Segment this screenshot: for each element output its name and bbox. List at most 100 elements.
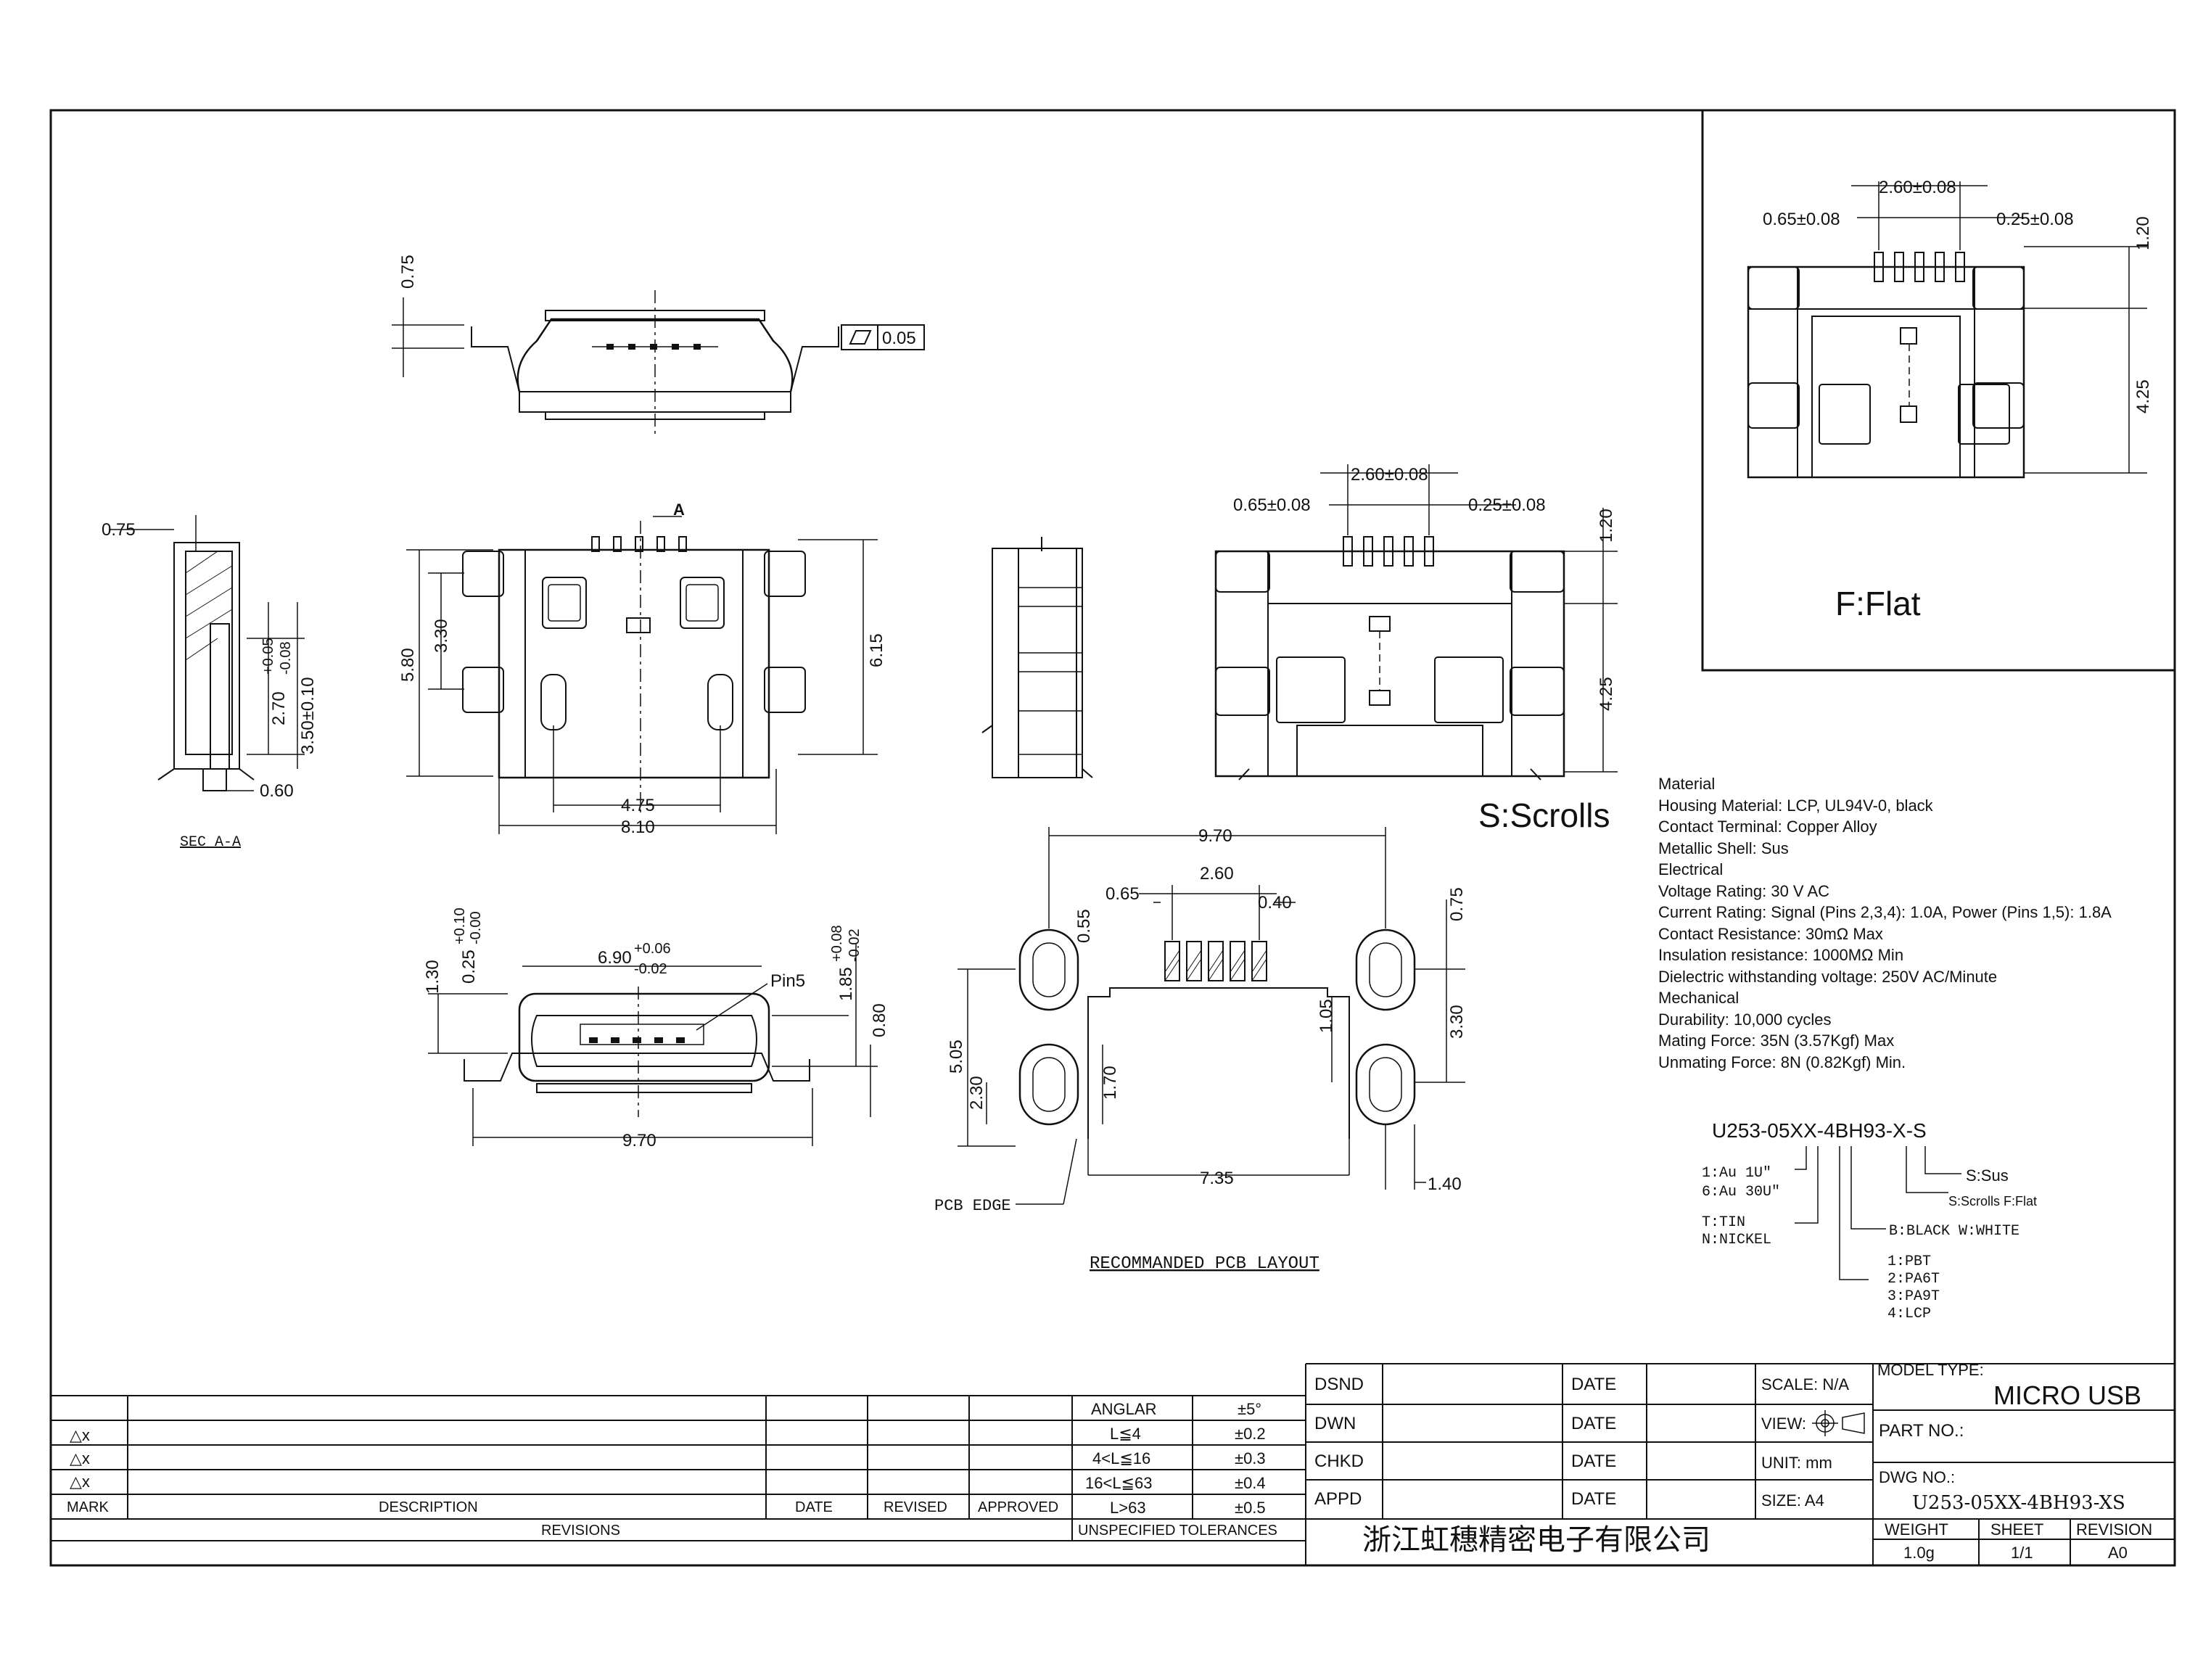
part-code: U253-05XX-4BH93-X-S [1712,1119,1927,1142]
revisions-table: △x △x △x MARK DESCRIPTION DATE REVISED A… [51,1364,1306,1565]
tb-unit: UNIT: mm [1761,1454,1832,1472]
tol-footer: UNSPECIFIED TOLERANCES [1078,1523,1277,1539]
part-plating-4: N:NICKEL [1702,1232,1771,1248]
tb-appd: APPD [1314,1489,1362,1509]
sec-dim-350: 3.50±0.10 [298,677,318,754]
tol-label: 4<L≦16 [1092,1449,1150,1467]
tb-company: 浙江虹穗精密电子有限公司 [1362,1523,1710,1557]
tb-weight-label: WEIGHT [1885,1520,1948,1539]
pcb-dim-040: 0.40 [1258,893,1292,913]
sec-dim-270: 2.70 [269,691,289,725]
tol-value: ±5° [1238,1400,1261,1418]
front-dim-080: 0.80 [870,1003,889,1037]
pcb-layout-title: RECOMMANDED PCB LAYOUT [1090,1254,1319,1274]
tb-model-type-label: MODEL TYPE: [1877,1361,1984,1379]
tb-model-type: MICRO USB [1993,1380,2141,1410]
rev-header-date: DATE [795,1499,833,1515]
spec-line: Mechanical [1658,989,1739,1007]
spec-line: Voltage Rating: 30 V AC [1658,882,1829,900]
pcb-dim-055: 0.55 [1074,909,1094,943]
spec-line: Dielectric withstanding voltage: 250V AC… [1658,968,1997,986]
tb-chkd: CHKD [1314,1452,1364,1471]
part-plating-3: T:TIN [1702,1214,1745,1231]
top-dim-615: 6.15 [867,633,886,667]
side-view [981,537,1093,778]
rev-mark: △x [70,1426,90,1444]
part-code-breakdown: U253-05XX-4BH93-X-S 1:Au 1U" 6:Au 30U" T… [1702,1119,2037,1322]
tb-dwn: DWN [1314,1414,1356,1433]
part-mat-2: 2:PA6T [1887,1271,1940,1288]
front-tol-690-up: +0.06 [634,941,671,957]
section-view: 0.75 2.70 +0.05 -0.08 3.50±0.10 0.60 SEC… [102,515,318,851]
tb-weight: 1.0g [1903,1544,1935,1562]
tb-sheet-label: SHEET [1990,1520,2043,1539]
part-type: S:Scrolls F:Flat [1948,1194,2037,1208]
pcb-layout: 9.70 0.65 2.60 0.40 0.75 0.55 1.05 3.30 … [934,826,1467,1274]
tolerance-table: ANGLAR ±5° L≦4 ±0.2 4<L≦16 ±0.3 16<L≦63 … [1072,1395,1306,1539]
tb-date: DATE [1571,1452,1616,1471]
flat-dim-h1: 1.20 [2133,216,2153,250]
rev-mark: △x [70,1449,90,1467]
spec-line: Metallic Shell: Sus [1658,839,1789,857]
spec-line: Contact Terminal: Copper Alloy [1658,818,1877,836]
pcb-dim-140: 1.40 [1428,1174,1462,1194]
tb-part-no-label: PART NO.: [1879,1421,1964,1441]
flat-dim-right: 0.25±0.08 [1996,210,2074,229]
tol-label: ANGLAR [1091,1400,1156,1418]
pcb-dim-505: 5.05 [947,1039,966,1074]
tol-label: 16<L≦63 [1085,1474,1152,1492]
pcb-dim-105: 1.05 [1317,999,1336,1033]
rev-header-revised: REVISED [884,1499,947,1515]
scrolls-dim-pitch: 2.60±0.08 [1351,465,1428,485]
front-tol-185-up: +0.08 [829,925,845,962]
part-plating-2: 6:Au 30U" [1702,1184,1780,1201]
tb-date: DATE [1571,1489,1616,1509]
spec-line: Durability: 10,000 cycles [1658,1010,1831,1029]
spec-line: Contact Resistance: 30mΩ Max [1658,925,1883,943]
spec-list: Material Housing Material: LCP, UL94V-0,… [1658,775,2112,1071]
scrolls-dim-h2: 4.25 [1597,677,1616,711]
pcb-dim-075: 0.75 [1447,887,1467,921]
front-dim-025: 0.25 [459,950,479,984]
tol-value: ±0.3 [1235,1449,1266,1467]
flat-dim-left: 0.65±0.08 [1763,210,1840,229]
spec-line: Insulation resistance: 1000MΩ Min [1658,946,1903,964]
pcb-dim-970: 9.70 [1198,826,1232,846]
scrolls-dim-right: 0.25±0.08 [1468,495,1546,515]
scrolls-view-title: S:Scrolls [1478,796,1610,834]
tol-value: ±0.5 [1235,1499,1266,1517]
tol-value: ±0.4 [1235,1474,1266,1492]
front-tol-185-dn: -0.02 [847,928,862,962]
rev-footer: REVISIONS [541,1523,620,1539]
spec-line: Housing Material: LCP, UL94V-0, black [1658,796,1934,815]
top-dim-075: 0.75 [398,255,418,289]
pcb-edge-label: PCB EDGE [934,1197,1011,1215]
flat-view: 2.60±0.08 0.65±0.08 0.25±0.08 1.20 4.25 … [1747,178,2153,622]
front-tol-690-dn: -0.02 [634,961,667,977]
drawing-border [49,109,2176,1567]
spec-line: Electrical [1658,860,1723,878]
sec-label: SEC A-A [180,834,241,851]
tb-sheet: 1/1 [2011,1544,2033,1562]
front-pin-label: Pin5 [770,971,805,991]
scrolls-dim-h1: 1.20 [1597,508,1616,543]
part-mat-1: 1:PBT [1887,1253,1931,1270]
front-tol-025-up: +0.10 [452,907,468,944]
top-dim-flatness: 0.05 [882,329,916,348]
part-color: B:BLACK W:WHITE [1889,1223,2019,1240]
pcb-dim-065: 0.65 [1106,884,1140,904]
scrolls-view: 2.60±0.08 0.65±0.08 0.25±0.08 1.20 4.25 … [1214,464,1618,834]
sec-tol-270-up: +0.05 [260,638,276,675]
sec-tol-270-dn: -0.08 [278,641,294,675]
spec-line: Unmating Force: 8N (0.82Kgf) Min. [1658,1053,1906,1071]
tb-dwg-no: U253-05XX-4BH93-XS [1912,1492,2125,1514]
tb-view: VIEW: [1761,1415,1806,1433]
front-view: Pin5 1.30 0.25 +0.10 -0.00 6.90 +0.06 -0… [423,907,889,1150]
flat-view-title: F:Flat [1835,585,1921,622]
spec-line: Mating Force: 35N (3.57Kgf) Max [1658,1032,1894,1050]
scrolls-dim-left: 0.65±0.08 [1233,495,1311,515]
flat-dim-pitch: 2.60±0.08 [1879,178,1956,197]
tb-size: SIZE: A4 [1761,1491,1824,1510]
front-dim-970: 9.70 [622,1131,656,1150]
